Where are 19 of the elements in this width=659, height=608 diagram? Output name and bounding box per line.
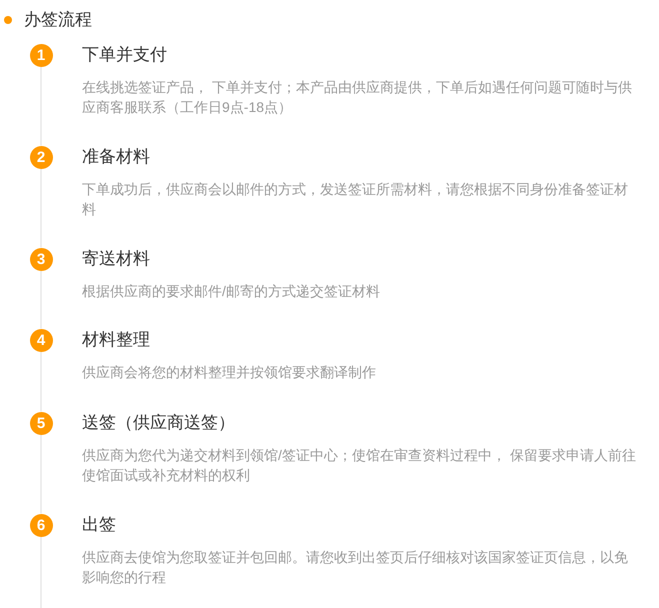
step-title: 寄送材料 <box>82 248 150 270</box>
step-title: 材料整理 <box>82 329 150 351</box>
step-title: 送签（供应商送签） <box>82 412 235 434</box>
step-number: 2 <box>30 146 52 168</box>
step-description: 根据供应商的要求邮件/邮寄的方式递交签证材料 <box>82 282 381 301</box>
step-number: 5 <box>30 412 52 434</box>
step-description: 下单成功后，供应商会以邮件的方式，发送签证所需材料，请您根据不同身份准备签证材料 <box>82 180 629 219</box>
step-title: 出签 <box>82 514 116 536</box>
step-title: 准备材料 <box>82 146 150 168</box>
step-number: 1 <box>30 44 52 66</box>
step-number: 6 <box>30 514 52 536</box>
section-title: 办签流程 <box>24 9 92 31</box>
step-description: 供应商会将您的材料整理并按领馆要求翻译制作 <box>82 363 377 382</box>
step-description: 在线挑选签证产品， 下单并支付；本产品由供应商提供，下单后如遇任何问题可随时与供应商客服联系（工作日9点-18点） <box>82 78 633 117</box>
step-description: 供应商去使馆为您取签证并包回邮。请您收到出签页后仔细核对该国家签证页信息，以免影响您的行程 <box>82 548 629 587</box>
step-title: 下单并支付 <box>82 44 167 66</box>
step-number: 3 <box>30 248 52 270</box>
step-description: 供应商为您代为递交材料到领馆/签证中心；使馆在审查资料过程中， 保留要求申请人前往使馆面试或补充材料的权利 <box>82 446 637 485</box>
step-number: 4 <box>30 328 52 352</box>
